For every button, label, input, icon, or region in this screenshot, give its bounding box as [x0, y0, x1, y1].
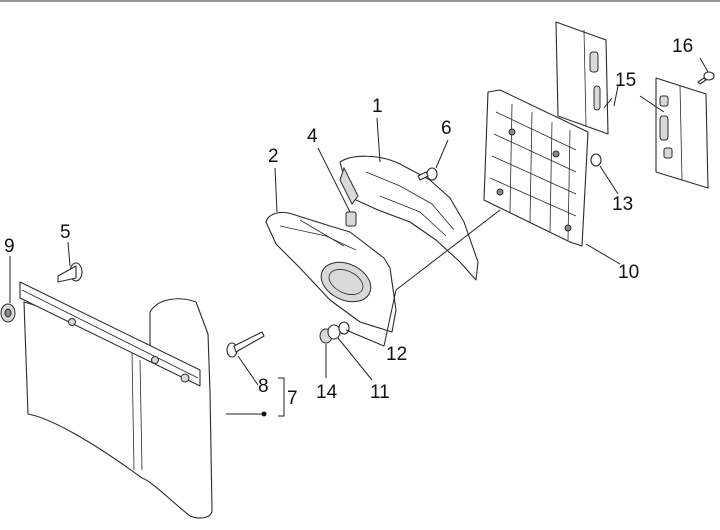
- callout-9: 9: [4, 236, 15, 257]
- side-plate-left-part-15: [555, 21, 609, 135]
- screw-part-16: [697, 71, 715, 85]
- screw-part-13: [590, 153, 602, 167]
- cover-part-1: [339, 155, 479, 281]
- callout-6: 6: [441, 118, 452, 139]
- clip-part-4: [345, 211, 357, 227]
- nut-part-9: [0, 303, 16, 323]
- mounting-bar: [19, 281, 201, 387]
- callout-12: 12: [386, 344, 407, 365]
- bolt-part-5: [57, 262, 83, 283]
- callout-14: 14: [316, 382, 338, 403]
- callout-16: 16: [672, 36, 693, 57]
- callout-13: 13: [612, 194, 633, 215]
- bracket-plate-part-2: [265, 211, 397, 333]
- callout-15: 15: [615, 70, 636, 91]
- side-plate-right-part-15: [655, 77, 709, 189]
- rivet-part-8: [226, 331, 265, 358]
- callout-5: 5: [60, 222, 71, 243]
- callout-1: 1: [372, 96, 383, 117]
- screw-part-6: [417, 167, 438, 181]
- plate-holder-part-10: [483, 89, 589, 247]
- callout-2: 2: [268, 146, 279, 167]
- callout-8: 8: [258, 376, 269, 397]
- callout-11: 11: [370, 382, 390, 403]
- callout-10: 10: [618, 262, 639, 283]
- leader-lines: [9, 57, 709, 417]
- callout-7-dot: [261, 411, 267, 417]
- callout-4: 4: [307, 126, 318, 147]
- callout-7: 7: [287, 388, 298, 409]
- washers-parts-11-12-14: [319, 321, 350, 344]
